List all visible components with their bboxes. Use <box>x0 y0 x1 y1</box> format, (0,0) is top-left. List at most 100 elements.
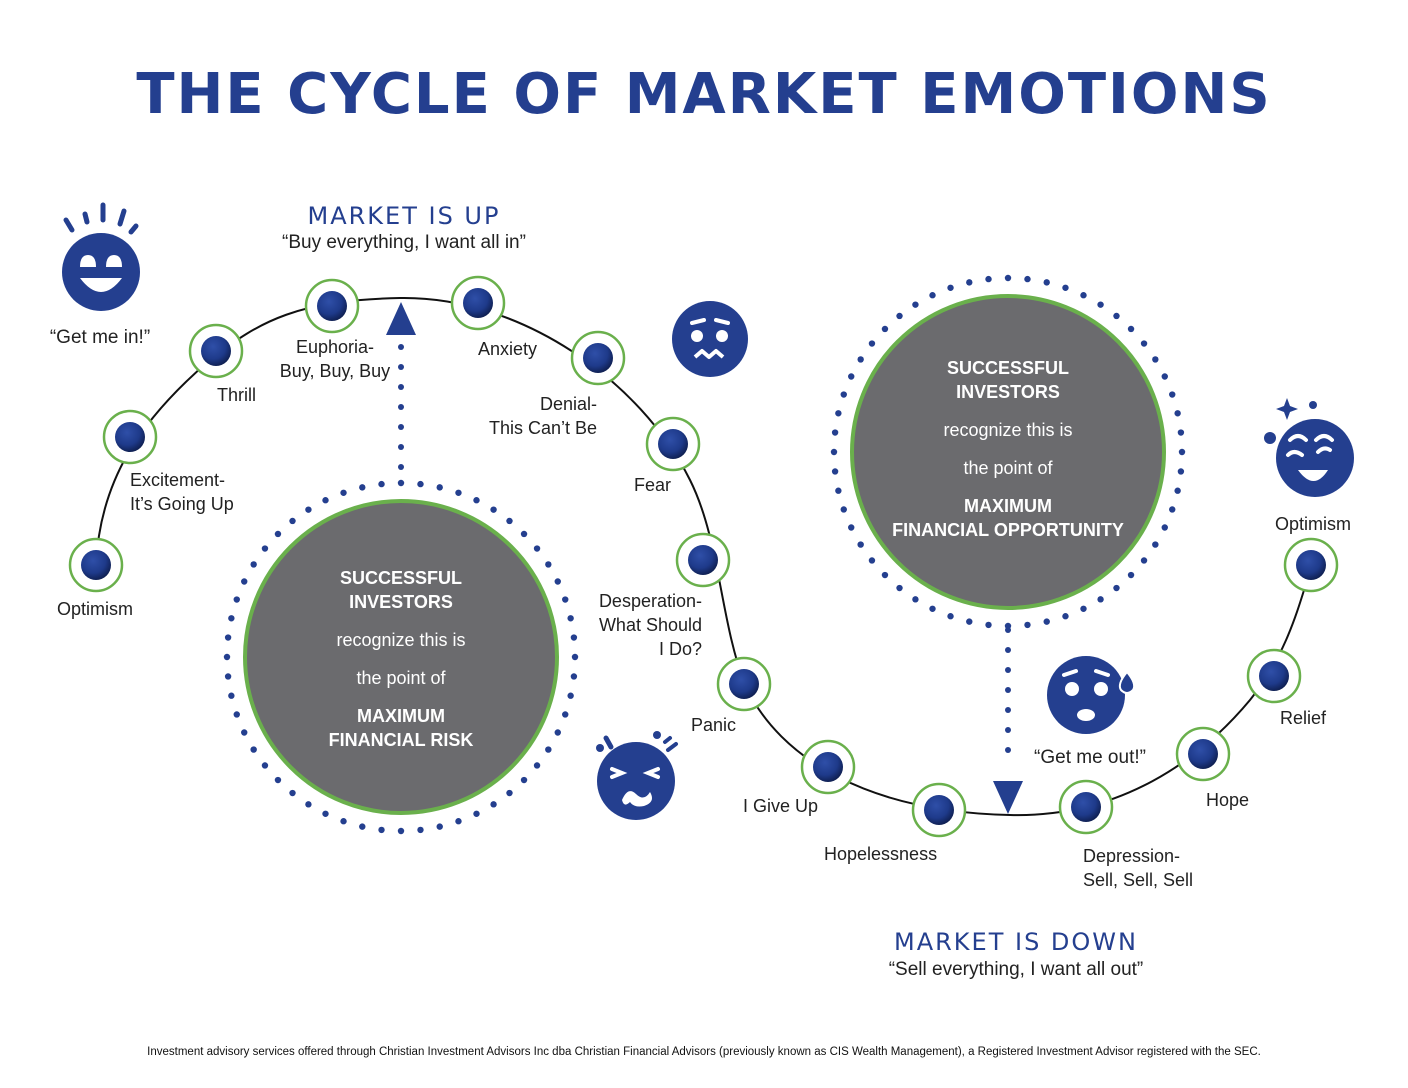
ring-dot <box>417 826 424 834</box>
ring-dot <box>455 818 462 825</box>
stage-label-euphoria: Euphoria- Buy, Buy, Buy <box>270 335 400 383</box>
stem-dot <box>398 364 404 370</box>
stage-label-line: Euphoria- <box>295 337 375 357</box>
risk-circle <box>243 499 559 815</box>
ring-dot <box>1140 557 1148 564</box>
ring-dot <box>868 340 876 347</box>
ring-dot <box>835 410 842 417</box>
stage-node-dot <box>813 752 843 782</box>
ring-dot <box>378 826 385 834</box>
stem-dot <box>1005 707 1011 713</box>
ring-dot <box>831 429 839 436</box>
ring-dot <box>857 356 864 363</box>
stage-node-dot <box>583 343 613 373</box>
stage-label-panic: Panic <box>691 713 736 737</box>
stage-label-hopelessness: Hopelessness <box>824 842 937 866</box>
ring-dot <box>1178 448 1186 456</box>
stage-node-dot <box>201 336 231 366</box>
stage-label-give-up: I Give Up <box>743 794 818 818</box>
stem-dot <box>1005 647 1011 653</box>
stage-label-line: What Should <box>598 615 702 635</box>
stem-dot <box>398 384 404 390</box>
opportunity-circle-line: MAXIMUM <box>964 496 1052 516</box>
ring-dot <box>520 776 528 784</box>
ring-dot <box>1169 391 1176 398</box>
stem-dot <box>398 444 404 450</box>
ring-dot <box>228 692 235 699</box>
stage-node <box>68 537 124 593</box>
ring-dot <box>224 673 232 680</box>
stage-node-dot <box>463 288 493 318</box>
ring-dot <box>848 524 855 531</box>
ring-dot <box>554 578 561 585</box>
page-title: THE CYCLE OF MARKET EMOTIONS <box>136 62 1272 127</box>
up-arrow-dotted-stem <box>398 344 404 470</box>
opportunity-circle-line: FINANCIAL OPPORTUNITY <box>892 520 1124 540</box>
stage-node <box>645 416 701 472</box>
ring-dot <box>1113 312 1120 320</box>
stage-label-line: Sell, Sell, Sell <box>1083 870 1194 890</box>
stage-label-depression: Depression-Sell, Sell, Sell <box>1083 844 1193 892</box>
ring-dot <box>322 497 329 504</box>
market-up-heading: MARKET IS UP <box>307 202 501 230</box>
stage-node-dot <box>81 550 111 580</box>
ring-dot <box>1177 429 1185 436</box>
stage-node <box>800 739 856 795</box>
footer-disclaimer: Investment advisory services offered thr… <box>147 1046 1261 1058</box>
opportunity-circle-line: INVESTORS <box>956 382 1060 402</box>
stage-label-line: It’s Going Up <box>130 494 234 514</box>
ring-dot <box>567 692 574 699</box>
ring-dot <box>397 827 405 835</box>
stage-node-dot <box>317 291 347 321</box>
stage-label-line: Hopelessness <box>824 844 938 864</box>
stage-node-dot <box>1188 739 1218 769</box>
ring-dot <box>1097 596 1104 603</box>
ring-dot <box>533 545 541 552</box>
ring-dot <box>274 776 282 784</box>
ring-dot <box>417 480 424 488</box>
stage-node <box>911 782 967 838</box>
down-arrow-icon <box>993 781 1023 814</box>
stem-dot <box>1005 747 1011 753</box>
ring-dot <box>250 561 257 568</box>
ring-dot <box>545 561 552 568</box>
stage-node <box>1058 779 1114 835</box>
stage-node-dot <box>688 545 718 575</box>
stem-dot <box>1005 687 1011 693</box>
get-me-in-quote: “Get me in!” <box>49 327 151 348</box>
ring-dot <box>1004 274 1012 282</box>
stage-label-thrill: Thrill <box>217 383 256 407</box>
ring-dot <box>241 729 248 736</box>
ring-dot <box>228 615 235 622</box>
ring-dot <box>224 634 232 641</box>
market-down-quote: “Sell everything, I want all out” <box>888 959 1144 980</box>
ring-dot <box>1161 373 1168 380</box>
ring-dot <box>1174 487 1181 494</box>
stage-label-optimism-start: Optimism <box>40 597 150 621</box>
stage-label-line: Panic <box>691 715 737 735</box>
ring-dot <box>985 275 992 283</box>
optimistic-face-icon <box>1264 398 1354 497</box>
ring-dot <box>929 605 936 612</box>
stage-label-line: I Give Up <box>743 796 819 816</box>
stage-label-anxiety: Anxiety <box>478 337 537 361</box>
ring-dot <box>473 810 480 817</box>
ring-dot <box>947 284 954 291</box>
stage-label-line: This Can’t Be <box>488 418 597 438</box>
stage-label-fear: Fear <box>634 473 671 497</box>
stage-label-line: Anxiety <box>478 339 538 359</box>
stage-label-line: Thrill <box>217 385 256 405</box>
ring-dot <box>305 801 312 808</box>
risk-circle-text: SUCCESSFUL INVESTORS recognize this is t… <box>261 566 541 752</box>
ring-dot <box>562 596 569 603</box>
ring-dot <box>305 506 312 513</box>
stage-node <box>1283 537 1339 593</box>
ring-dot <box>261 545 269 552</box>
stage-label-line: Buy, Buy, Buy <box>279 361 391 381</box>
opportunity-circle-line: recognize this is <box>943 420 1073 440</box>
ring-dot <box>912 596 919 603</box>
ring-dot <box>571 653 579 661</box>
ring-dot <box>881 325 889 333</box>
ring-dot <box>289 517 296 525</box>
